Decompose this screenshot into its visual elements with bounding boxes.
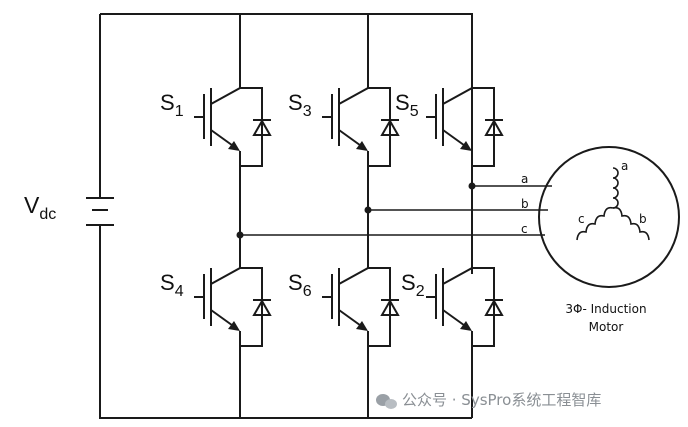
phase-line-label-a: a	[521, 172, 528, 186]
motor-caption-line1: 3Φ- Induction	[565, 302, 646, 316]
wechat-icon	[376, 394, 397, 409]
switch-label-s1: S1	[160, 90, 184, 120]
dc-source-battery	[86, 197, 114, 226]
source-label: Vdc	[24, 192, 56, 223]
induction-motor	[538, 146, 680, 288]
winding-label-a: a	[621, 159, 628, 173]
watermark-text: 公众号 · SysPro系统工程智库	[402, 391, 601, 409]
winding-label-c: c	[578, 212, 585, 226]
switch-label-s6: S6	[288, 270, 312, 300]
switch-s3	[321, 77, 400, 167]
switch-label-s4: S4	[160, 270, 184, 300]
winding-label-b: b	[639, 212, 647, 226]
switch-s1	[193, 77, 272, 167]
switch-label-s3: S3	[288, 90, 312, 120]
switch-label-s2: S2	[401, 270, 425, 300]
phase-line-label-b: b	[521, 197, 529, 211]
switch-leads	[239, 78, 473, 373]
switch-s5	[425, 77, 504, 167]
switch-s6	[321, 257, 400, 347]
switch-s2	[425, 257, 504, 347]
motor-caption-line2: Motor	[589, 320, 624, 334]
switch-label-s5: S5	[395, 90, 419, 120]
watermark: 公众号 · SysPro系统工程智库	[376, 391, 601, 409]
phase-connections	[236, 160, 552, 274]
phase-line-label-c: c	[521, 222, 528, 236]
dc-bus	[99, 13, 473, 419]
switch-s4	[193, 257, 272, 347]
